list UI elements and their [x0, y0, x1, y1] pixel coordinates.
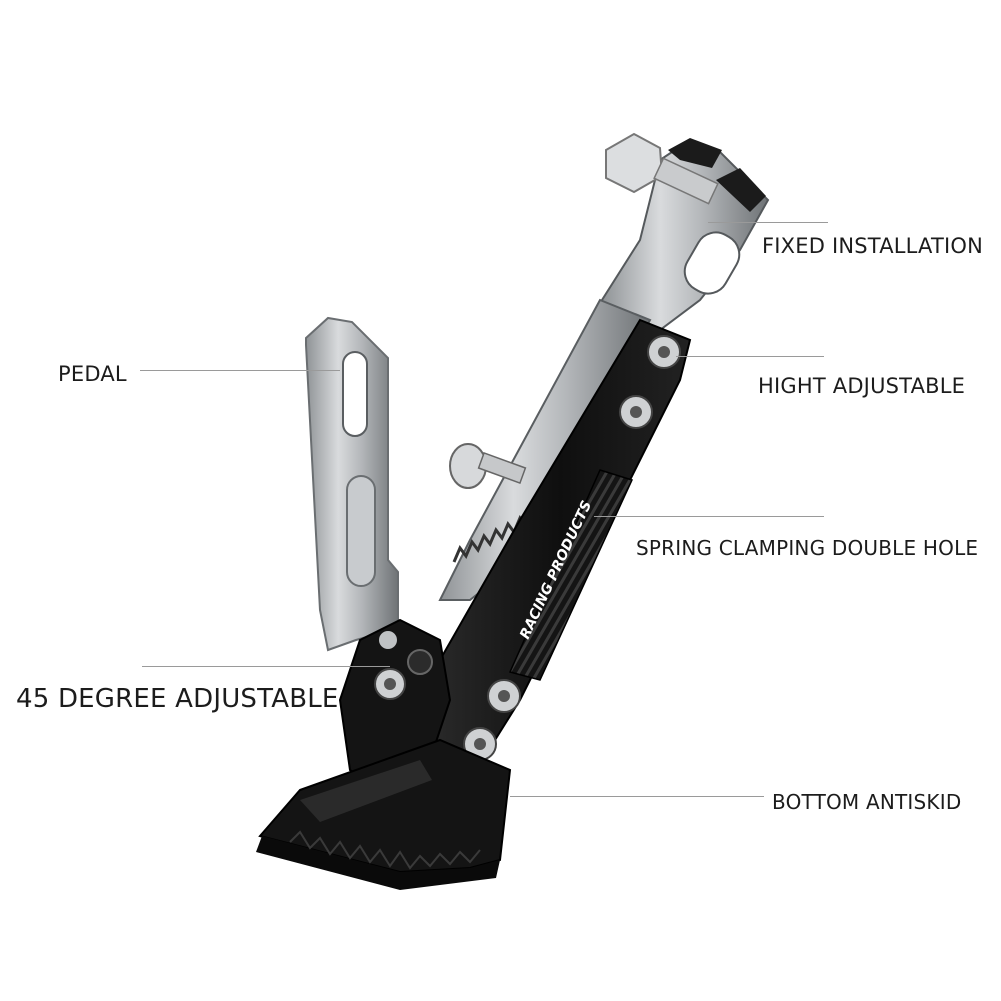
leader-bottom-antiskid — [510, 796, 764, 797]
label-spring-clamping: SPRING CLAMPING DOUBLE HOLE — [636, 536, 979, 560]
leader-hight-adjustable — [676, 356, 824, 357]
top-bolt — [605, 132, 719, 205]
silver-shaft — [438, 298, 652, 601]
label-pedal: PEDAL — [58, 362, 127, 386]
clamp-slot — [683, 231, 741, 295]
pedal-plate — [305, 316, 399, 652]
pedal-slot-lower — [346, 475, 376, 587]
label-hight-adjustable: HIGHT ADJUSTABLE — [758, 374, 966, 398]
leader-degree-adjustable — [142, 666, 390, 667]
label-fixed-installation: FIXED INSTALLATION — [762, 234, 984, 258]
pedal-slot-upper — [342, 351, 368, 437]
hex-bolts — [463, 335, 681, 761]
top-clamp — [600, 132, 770, 332]
antiskid-foot — [256, 738, 512, 890]
leader-spring-clamping — [594, 516, 824, 517]
leader-fixed-installation — [708, 222, 828, 223]
label-bottom-antiskid: BOTTOM ANTISKID — [772, 790, 962, 814]
middle-bolt — [449, 443, 527, 489]
leader-pedal — [140, 370, 340, 371]
label-degree-adjustable: 45 DEGREE ADJUSTABLE — [16, 684, 339, 714]
